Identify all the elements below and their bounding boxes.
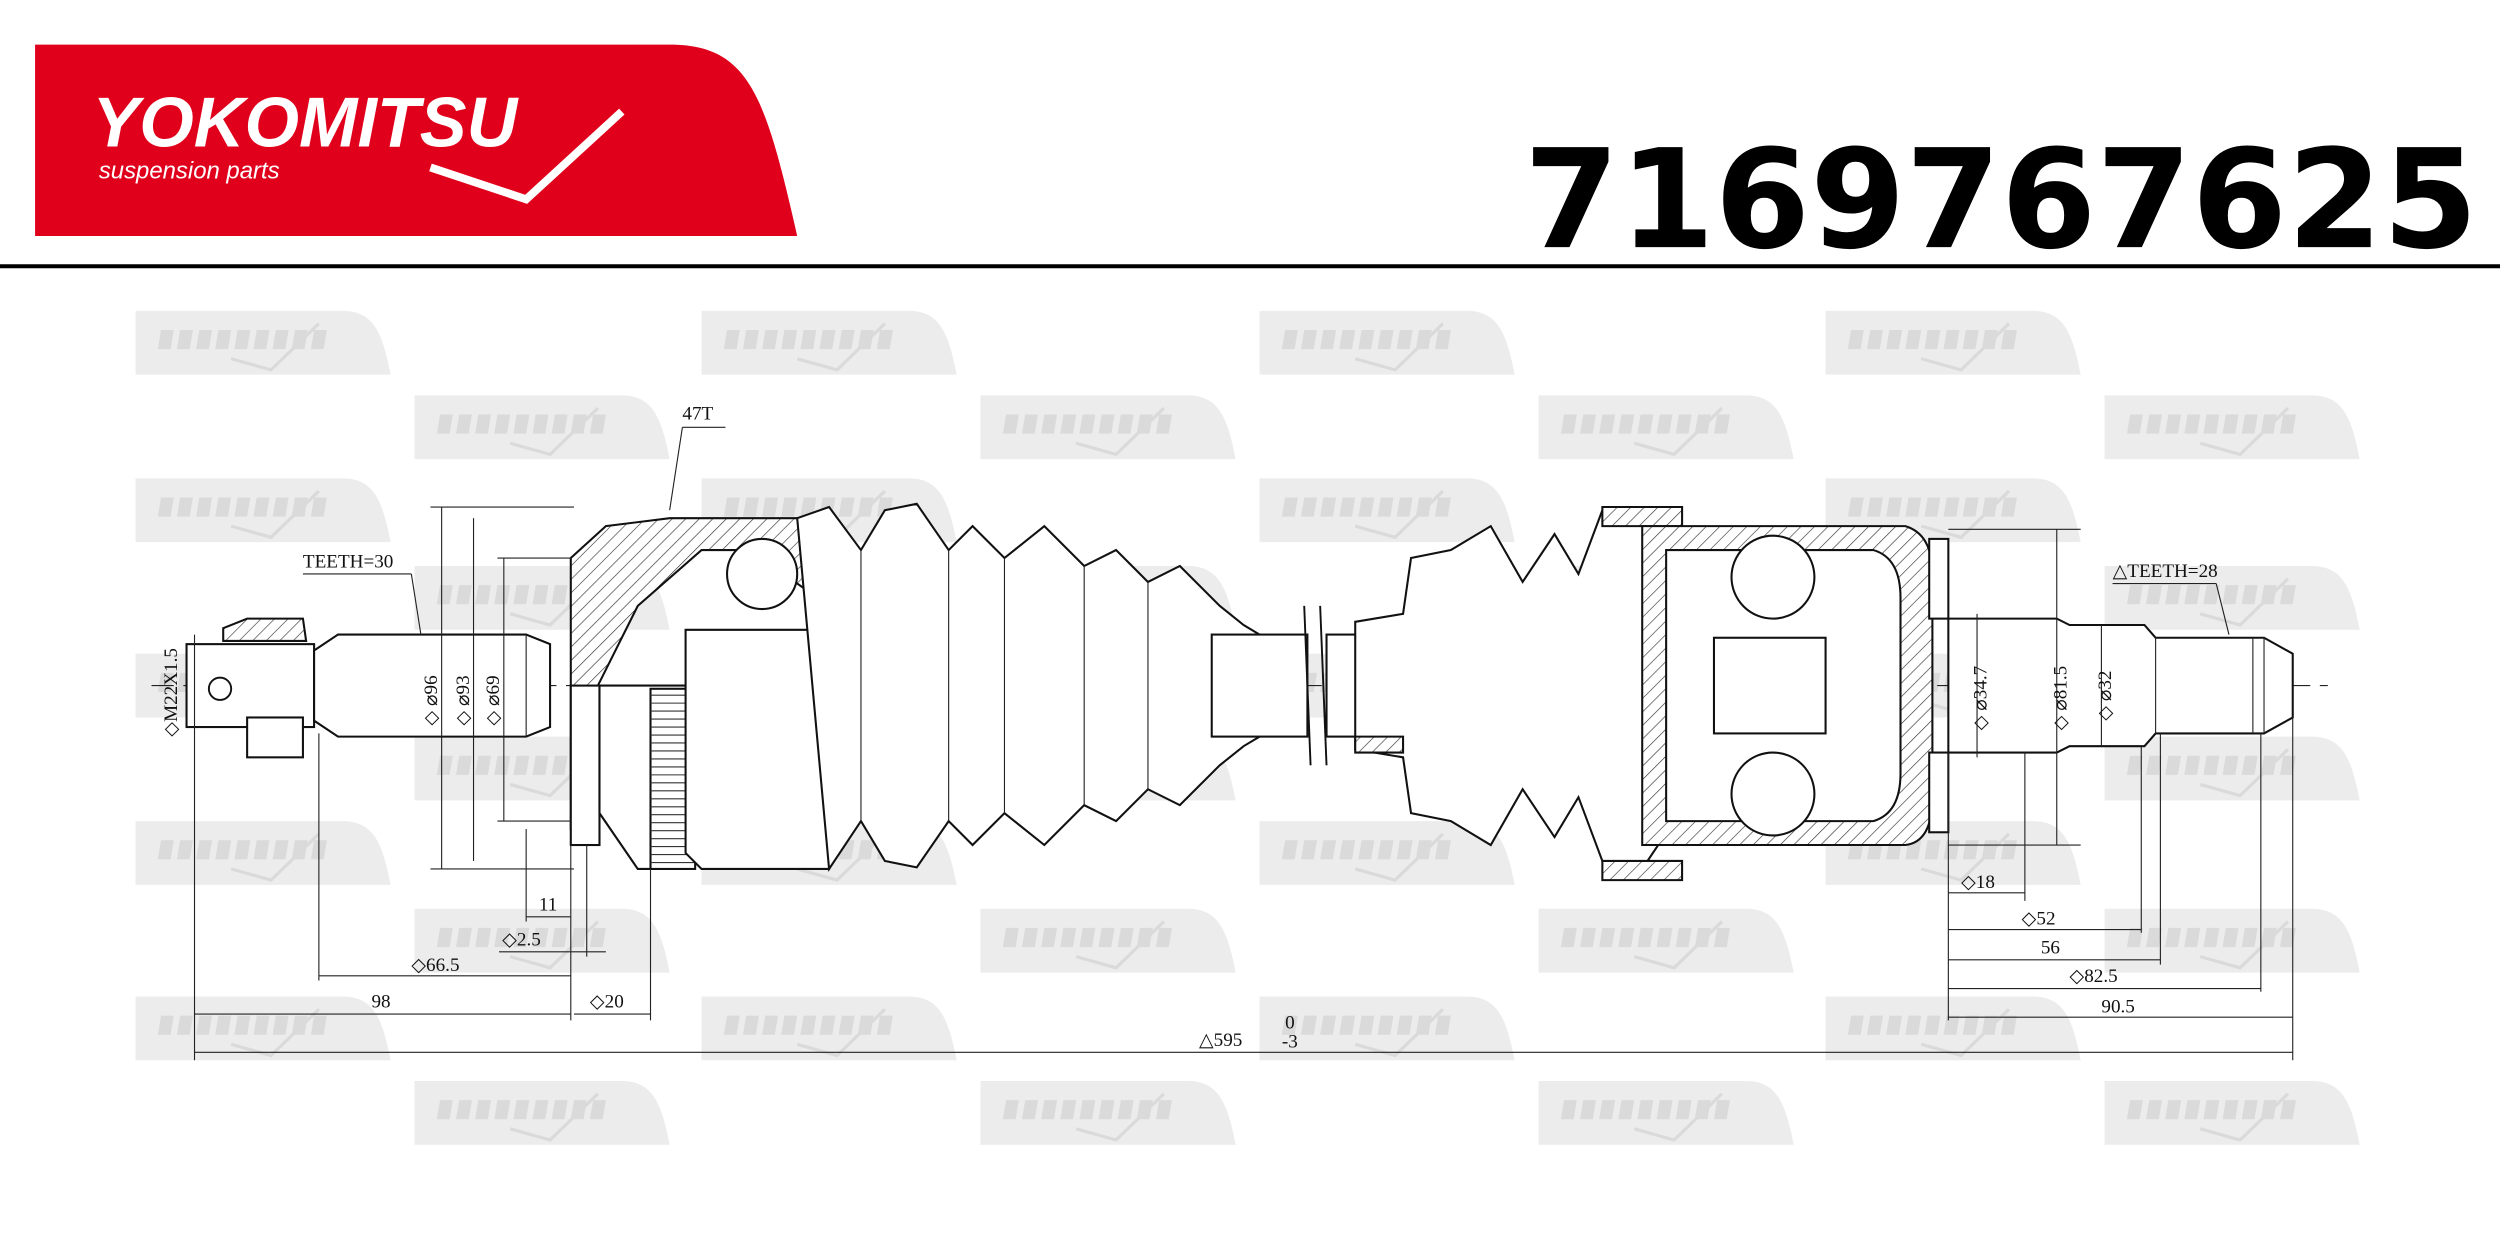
watermark-logo [1825, 996, 2081, 1061]
len-11-label: 11 [539, 894, 557, 915]
watermark-logo [135, 478, 391, 543]
watermark-logo [135, 821, 391, 885]
dimension-labels: TEETH=30 47T ◇M22X1.5 ◇ ⌀96 ◇ ⌀93 ◇ ⌀69 … [161, 403, 2218, 1052]
total-tolerance-lower: -3 [1282, 1032, 1298, 1053]
watermark-logo [1259, 478, 1515, 543]
watermark-logo [1259, 310, 1515, 375]
watermark-logo [414, 395, 670, 460]
brand-logo: YOKOMITSU suspension parts [35, 44, 798, 236]
watermark-logo [1825, 310, 2081, 375]
watermark-logo [2104, 736, 2360, 801]
watermark-logo [1538, 908, 1794, 973]
watermark-logo [414, 908, 670, 973]
dia-32-label: ◇ ⌀32 [2095, 671, 2116, 721]
dia-81-5-label: ◇ ⌀81.5 [2050, 666, 2071, 730]
watermark-logo [701, 310, 957, 375]
dia-69-label: ◇ ⌀69 [483, 675, 504, 725]
watermark-logo [135, 996, 391, 1061]
watermark-logo [1538, 1080, 1794, 1145]
watermark-logo [2104, 908, 2360, 973]
dia-96-label: ◇ ⌀96 [421, 675, 442, 725]
abs-teeth-label: 47T [682, 403, 713, 424]
len-52-label: ◇52 [2022, 909, 2056, 930]
brand-name: YOKOMITSU [92, 83, 519, 162]
watermark-logo [980, 395, 1236, 460]
len-18-label: ◇18 [1961, 872, 1995, 893]
watermark-logo [2104, 1080, 2360, 1145]
watermark-logo [980, 908, 1236, 973]
outer-teeth-label: TEETH=30 [303, 552, 393, 573]
len-90-5-label: 90.5 [2101, 996, 2134, 1017]
len-66-5-label: ◇66.5 [411, 955, 459, 976]
dia-93-label: ◇ ⌀93 [453, 675, 474, 725]
part-number: 7169767625 [1524, 121, 2478, 280]
watermark-logo [1538, 395, 1794, 460]
watermark-logo [1259, 821, 1515, 885]
watermark-logo [1259, 996, 1515, 1061]
thread-label: ◇M22X1.5 [161, 648, 182, 737]
brand-tagline: suspension parts [99, 158, 280, 185]
watermark-logo [980, 1080, 1236, 1145]
len-20-label: ◇20 [590, 992, 624, 1013]
shaft-geometry [185, 502, 2294, 882]
watermark-logo [2104, 395, 2360, 460]
len-98-label: 98 [371, 992, 390, 1013]
watermark-logo [2104, 566, 2360, 630]
inner-teeth-label: △TEETH=28 [2113, 561, 2218, 582]
total-tolerance-upper: 0 [1285, 1012, 1295, 1033]
watermark-logo [701, 996, 957, 1061]
watermark-logo [414, 1080, 670, 1145]
len-56-label: 56 [2041, 937, 2060, 958]
total-length-label: △595 [1199, 1030, 1242, 1051]
len-82-5-label: ◇82.5 [2070, 966, 2118, 987]
dia-34-7-label: ◇ ⌀34.7 [1971, 665, 1992, 730]
dimension-lines [193, 426, 2294, 1061]
len-2-5-label: ◇2.5 [502, 929, 541, 950]
watermark-logo [135, 310, 391, 375]
